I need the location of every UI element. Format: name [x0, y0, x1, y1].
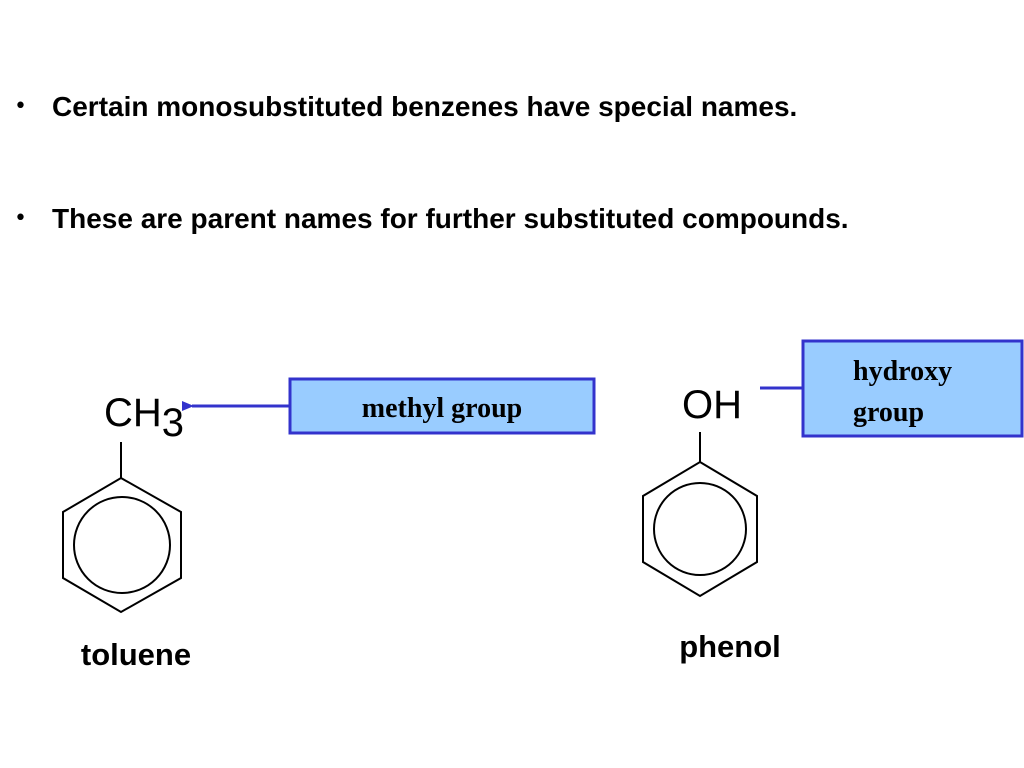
hydroxy-group-box [801, 339, 1024, 438]
phenol-aromatic-circle [653, 482, 747, 576]
hydroxy-group-label: hydroxy group [853, 356, 959, 428]
toluene-methyl-formula-subscript: 3 [162, 401, 184, 445]
toluene-name: toluene [81, 637, 191, 672]
bullet-marker: • [14, 206, 27, 231]
bullet-item-parent-names: These are parent names for further subst… [52, 203, 849, 234]
bullet-item-special-names: Certain monosubstituted benzenes have sp… [52, 91, 798, 122]
bullet-marker: • [14, 94, 27, 119]
phenol-structure: OH hydroxy group phenol [642, 339, 1024, 664]
toluene-methyl-formula: CH3 [104, 391, 184, 445]
toluene-aromatic-circle [73, 496, 171, 594]
toluene-methyl-formula-ch: CH [104, 391, 162, 435]
toluene-benzene-ring [62, 476, 182, 614]
bullet-list: • Certain monosubstituted benzenes have … [0, 0, 1024, 300]
phenol-name: phenol [679, 629, 781, 664]
hydroxy-group-label-line2: group [853, 397, 924, 428]
methyl-group-box [288, 377, 596, 435]
methyl-group-label: methyl group [362, 393, 523, 424]
hydroxy-group-label-line1: hydroxy [853, 356, 952, 387]
phenol-benzene-ring [642, 460, 758, 598]
toluene-structure: CH3 methyl group toluene [62, 377, 596, 672]
phenol-hydroxyl-formula: OH [682, 383, 742, 427]
